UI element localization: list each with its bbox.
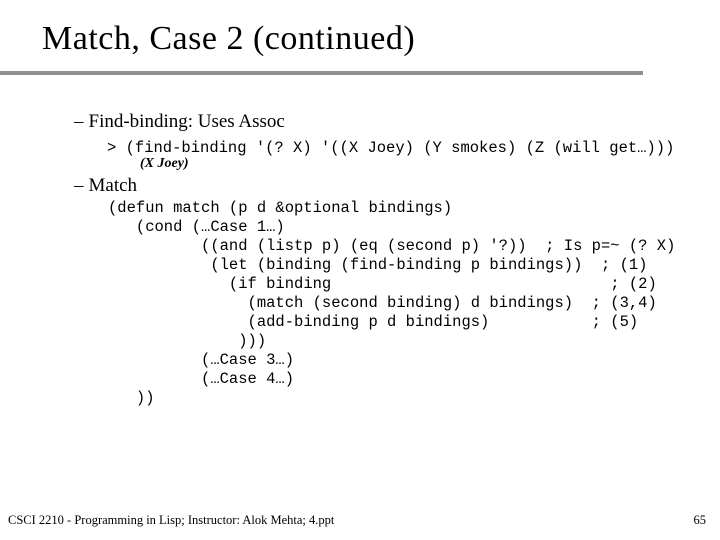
bullet-dash: –: [74, 175, 84, 196]
title-rule: [0, 71, 643, 75]
bullet-label: Match: [88, 175, 138, 196]
bullet-label: Find-binding: Uses Assoc: [88, 111, 285, 132]
bullet-find-binding: – Find-binding: Uses Assoc: [74, 111, 285, 133]
match-code-block: (defun match (p d &optional bindings) (c…: [108, 199, 676, 407]
repl-line: > (find-binding '(? X) '((X Joey) (Y smo…: [107, 139, 675, 157]
slide-title: Match, Case 2 (continued): [42, 20, 416, 57]
footer-text: CSCI 2210 - Programming in Lisp; Instruc…: [8, 513, 335, 527]
page-number: 65: [693, 513, 707, 527]
bullet-match: – Match: [74, 175, 137, 197]
bullet-dash: –: [74, 111, 84, 132]
repl-result: (X Joey): [140, 156, 189, 171]
